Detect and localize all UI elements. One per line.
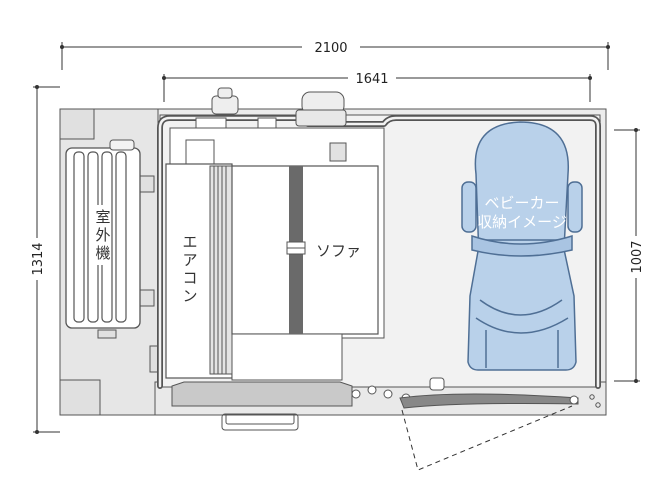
stroller-label-line-1: ベビーカー — [484, 194, 559, 212]
dimension-label-1007: 1007 — [630, 240, 645, 273]
sofa-strap — [286, 166, 306, 334]
bottom-rail-details — [171, 377, 579, 431]
outdoor-unit-label-char-1: 室 — [95, 208, 110, 226]
dimension-inner-width: 1641 — [162, 69, 592, 102]
aircon-label-char-1: エ — [182, 233, 197, 251]
dimension-label-1641: 1641 — [355, 72, 388, 87]
outdoor-unit-label-char-2: 外 — [95, 226, 110, 244]
aircon-label-char-2: ア — [182, 251, 197, 269]
door-swing-arc — [401, 405, 573, 471]
dimension-label-2100: 2100 — [314, 41, 347, 56]
left-brackets — [59, 108, 161, 416]
dimension-total-width: 2100 — [60, 38, 610, 70]
outdoor-unit: 室 外 機 — [65, 139, 141, 329]
sofa-label: ソファ — [316, 242, 361, 260]
outdoor-unit-label-char-3: 機 — [95, 244, 110, 262]
stroller-image — [461, 121, 583, 371]
stroller-label-line-2: 収納イメージ — [477, 213, 567, 231]
dimension-total-depth: 1314 — [28, 85, 60, 434]
roof-vents — [195, 87, 347, 131]
dimension-label-1314: 1314 — [31, 242, 46, 275]
furniture-block — [165, 127, 385, 381]
aircon-label-char-3: コ — [182, 269, 197, 287]
dimension-inner-depth: 1007 — [614, 128, 645, 383]
aircon-label-char-4: ン — [182, 287, 197, 305]
